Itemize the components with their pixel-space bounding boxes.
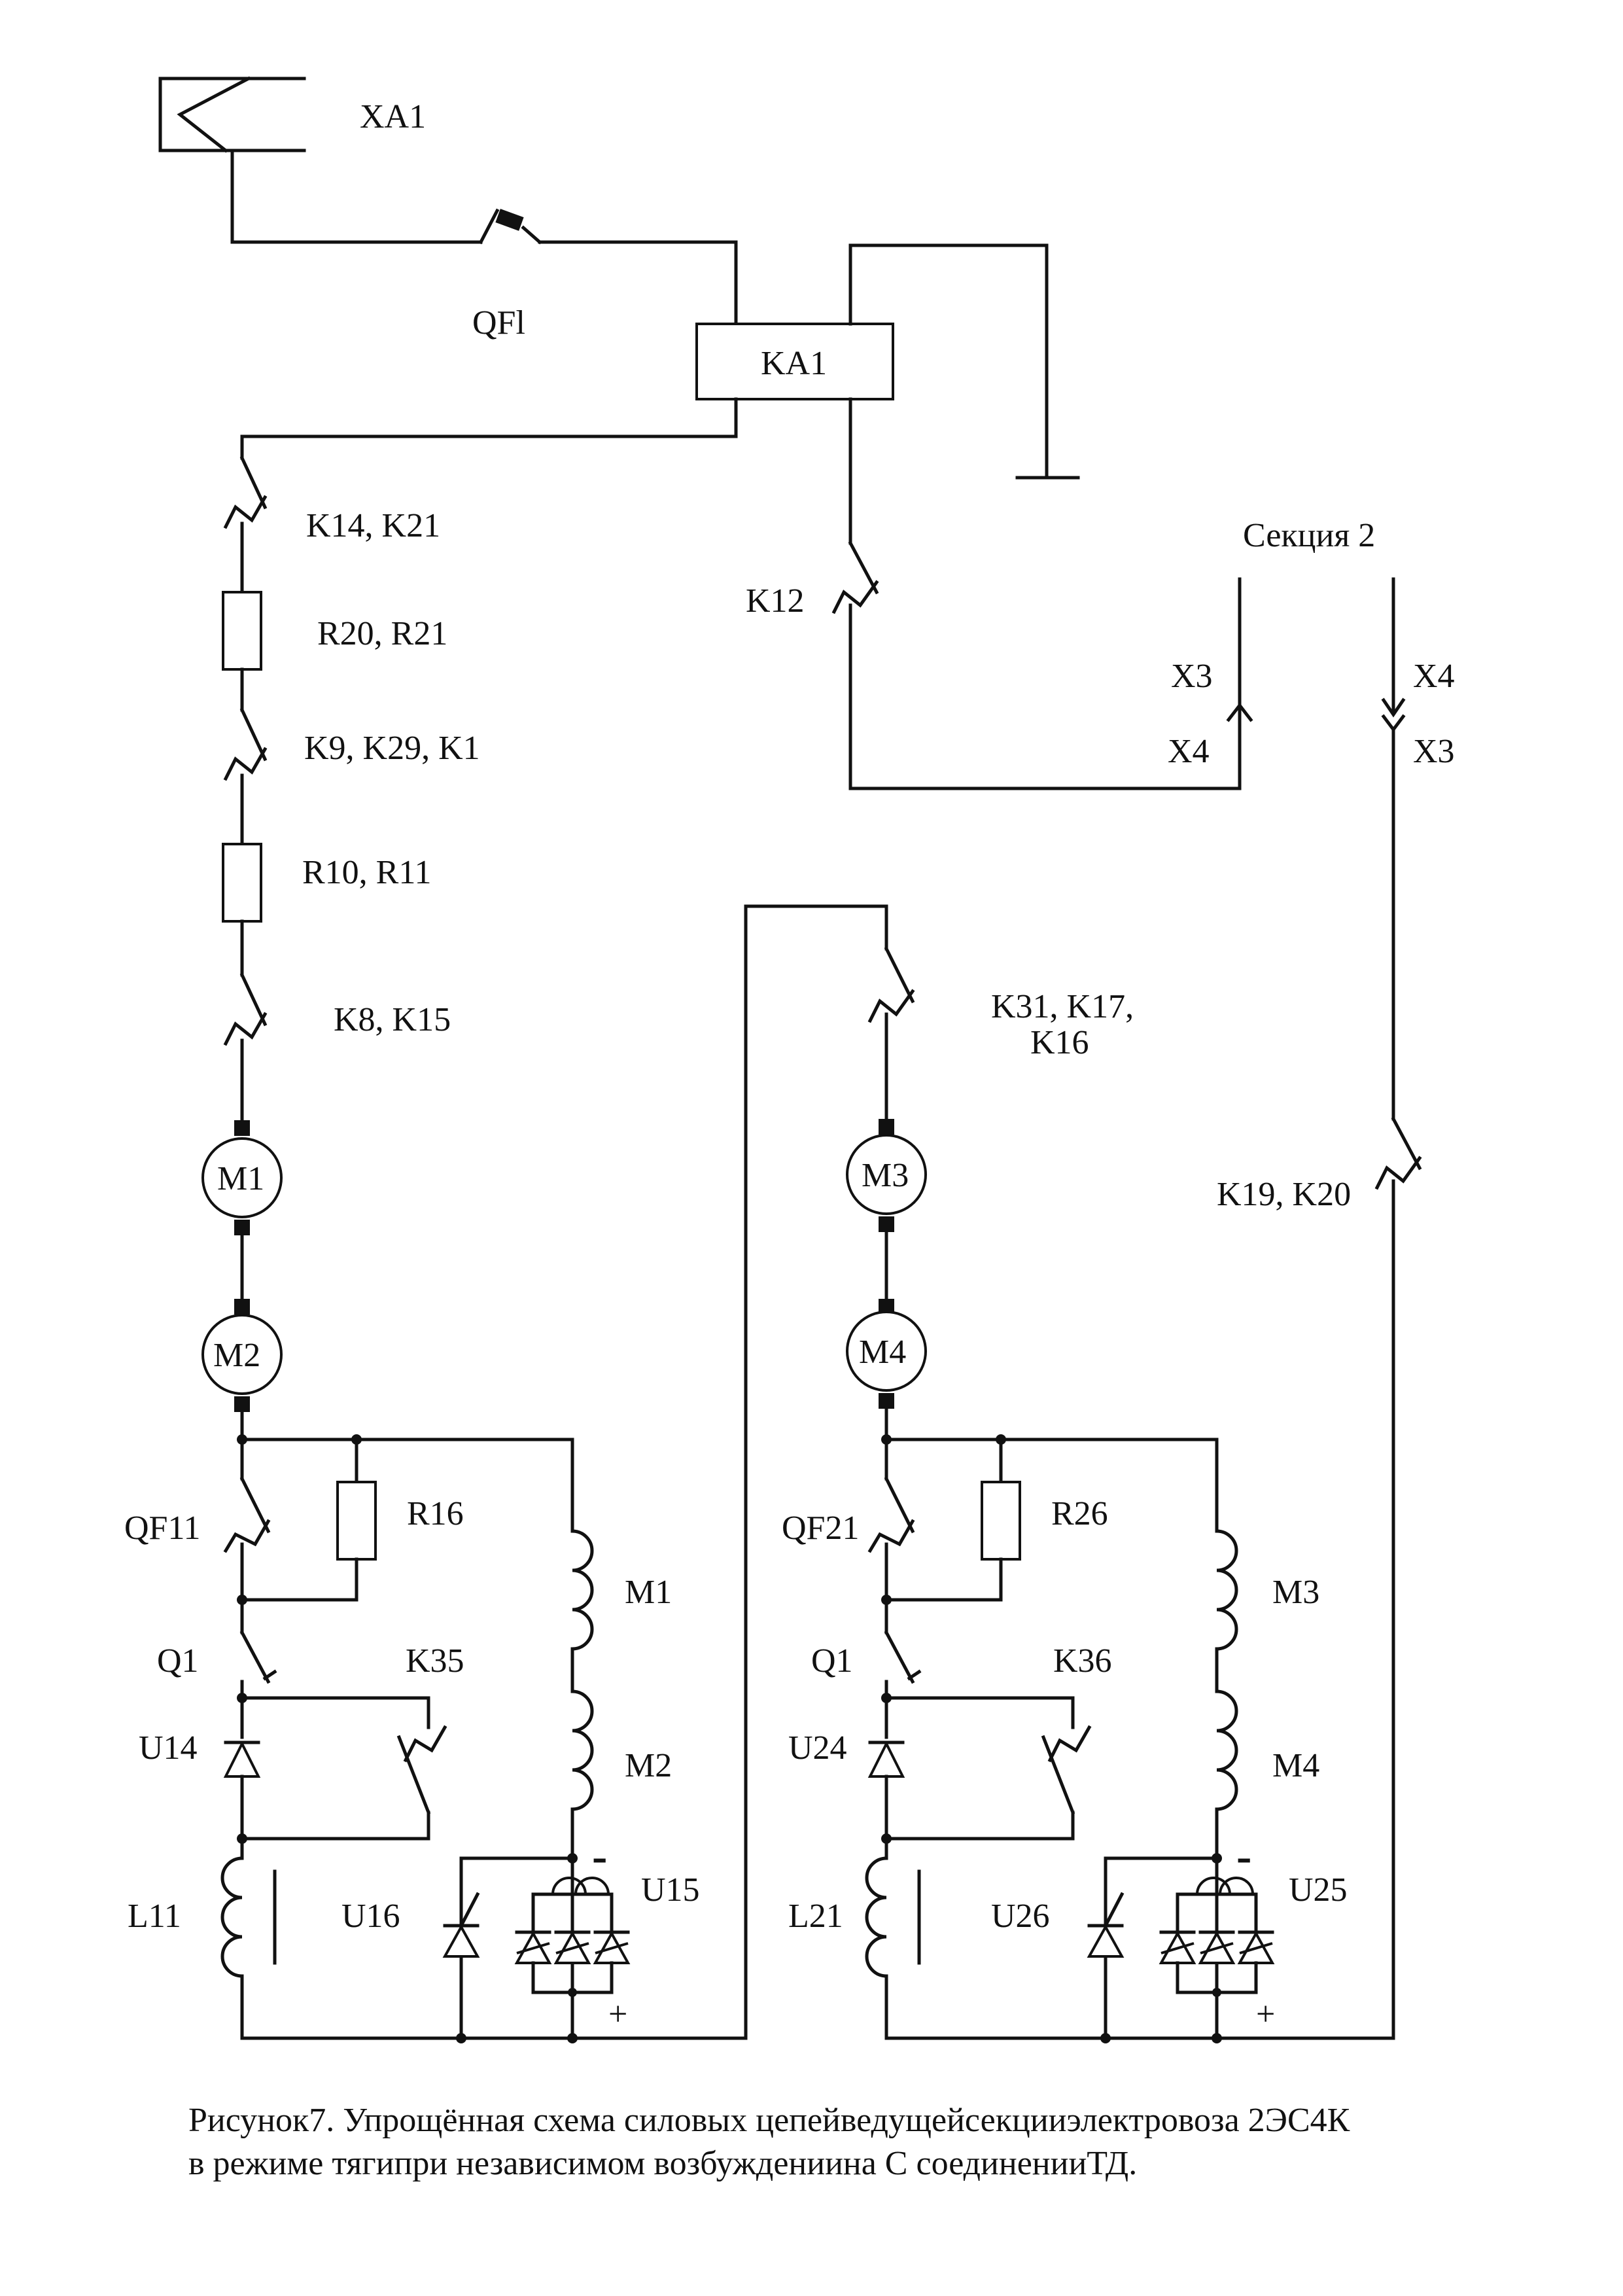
label-qf1: QFl bbox=[472, 304, 525, 342]
thyristor-u16 bbox=[442, 1856, 574, 2040]
label-m1-field: M1 bbox=[625, 1574, 672, 1611]
label-u25: U25 bbox=[1289, 1871, 1348, 1909]
contact-k35 bbox=[240, 1696, 447, 1841]
label-m2: M2 bbox=[213, 1337, 260, 1374]
label-u15: U15 bbox=[641, 1871, 700, 1909]
pantograph-xa1 bbox=[158, 76, 306, 244]
label-xa1: XA1 bbox=[360, 98, 426, 135]
label-m3: M3 bbox=[862, 1157, 909, 1194]
contact-k8-k15 bbox=[223, 919, 268, 1122]
label-minus-left: - bbox=[592, 1831, 607, 1882]
contact-k31-k17-k16 bbox=[867, 946, 915, 1121]
contact-k9-k29-k1 bbox=[223, 667, 268, 846]
connector-x4-x3-right bbox=[1381, 577, 1406, 1121]
label-r20-r21: R20, R21 bbox=[317, 615, 447, 652]
label-ka1: KA1 bbox=[761, 345, 827, 382]
contact-k14-k21 bbox=[223, 455, 268, 594]
label-q1-left: Q1 bbox=[157, 1642, 199, 1680]
switch-q1-left bbox=[239, 1598, 277, 1700]
label-l21: L21 bbox=[788, 1898, 843, 1935]
inductor-l11 bbox=[220, 1837, 277, 2040]
label-x4-right: X4 bbox=[1413, 658, 1455, 695]
thyristor-u26 bbox=[1087, 1856, 1219, 2040]
label-m3-field: M3 bbox=[1272, 1574, 1319, 1611]
connector-x3-x4-left bbox=[1226, 577, 1253, 722]
resistor-r20-r21 bbox=[222, 591, 262, 671]
resistor-r16 bbox=[336, 1481, 377, 1561]
label-r16: R16 bbox=[407, 1495, 464, 1532]
contact-k19-k20 bbox=[884, 1116, 1422, 2040]
label-qf21: QF21 bbox=[782, 1510, 859, 1547]
diode-u24 bbox=[867, 1696, 905, 1841]
diode-u14 bbox=[223, 1696, 261, 1841]
label-u14: U14 bbox=[139, 1729, 198, 1767]
label-m4: M4 bbox=[859, 1333, 906, 1371]
label-x3-left: X3 bbox=[1171, 658, 1213, 695]
breaker-qf21 bbox=[867, 1438, 915, 1602]
bridge-u15 bbox=[514, 1850, 631, 2040]
label-k16: K16 bbox=[1030, 1024, 1089, 1061]
label-q1-right: Q1 bbox=[811, 1642, 853, 1680]
resistor-r26 bbox=[981, 1481, 1021, 1561]
inductor-l21 bbox=[865, 1837, 921, 2040]
contact-k12 bbox=[831, 540, 1242, 790]
label-x4-left: X4 bbox=[1168, 733, 1210, 770]
caption-line-2: в режиме тягипри независимом возбуждении… bbox=[188, 2145, 1138, 2182]
label-plus-right: + bbox=[1256, 1996, 1275, 2033]
figure-caption: Рисунок7. Упрощённая схема силовых цепей… bbox=[188, 2099, 1562, 2185]
label-qf11: QF11 bbox=[124, 1510, 201, 1547]
motor-m3 bbox=[846, 1119, 927, 1301]
breaker-qf1 bbox=[478, 208, 542, 245]
label-r10-r11: R10, R11 bbox=[302, 854, 431, 891]
label-k12: K12 bbox=[746, 582, 805, 620]
label-plus-left: + bbox=[608, 1996, 627, 2033]
wire-ka1-left bbox=[240, 397, 738, 460]
label-k14-k21: K14, K21 bbox=[306, 507, 440, 544]
field-winding-m1-m2 bbox=[570, 1529, 594, 1854]
label-m4-field: M4 bbox=[1272, 1747, 1319, 1784]
breaker-qf11 bbox=[223, 1438, 271, 1602]
label-m2-field: M2 bbox=[625, 1747, 672, 1784]
label-k36: K36 bbox=[1053, 1642, 1112, 1680]
field-winding-m3-m4 bbox=[1215, 1529, 1238, 1854]
label-minus-right: - bbox=[1236, 1831, 1251, 1882]
label-u16: U16 bbox=[341, 1898, 400, 1935]
resistor-r10-r11 bbox=[222, 843, 262, 923]
label-x3-right: X3 bbox=[1413, 733, 1455, 770]
label-k35: K35 bbox=[406, 1642, 464, 1680]
wire-ka1-ground bbox=[848, 243, 1049, 480]
label-k8-k15: K8, K15 bbox=[334, 1001, 451, 1038]
caption-line-1: Рисунок7. Упрощённая схема силовых цепей… bbox=[188, 2102, 1350, 2139]
motor-m1 bbox=[201, 1120, 283, 1301]
wire-left-bus-bottom bbox=[240, 904, 888, 2040]
label-r26: R26 bbox=[1051, 1495, 1108, 1532]
bridge-u25 bbox=[1159, 1850, 1275, 2040]
contact-k36 bbox=[884, 1696, 1092, 1841]
relay-ka1 bbox=[695, 323, 894, 400]
label-u24: U24 bbox=[788, 1729, 847, 1767]
wire-qf1-ka1 bbox=[538, 240, 738, 326]
label-u26: U26 bbox=[991, 1898, 1050, 1935]
label-sekciya2: Секция 2 bbox=[1243, 517, 1375, 554]
label-m1: M1 bbox=[217, 1160, 264, 1197]
label-k31-k17: K31, K17, bbox=[991, 988, 1134, 1025]
label-k19-k20: K19, K20 bbox=[1217, 1176, 1351, 1213]
switch-q1-right bbox=[884, 1598, 922, 1700]
label-k9-k29-k1: K9, K29, K1 bbox=[304, 730, 480, 767]
label-l11: L11 bbox=[128, 1898, 181, 1935]
